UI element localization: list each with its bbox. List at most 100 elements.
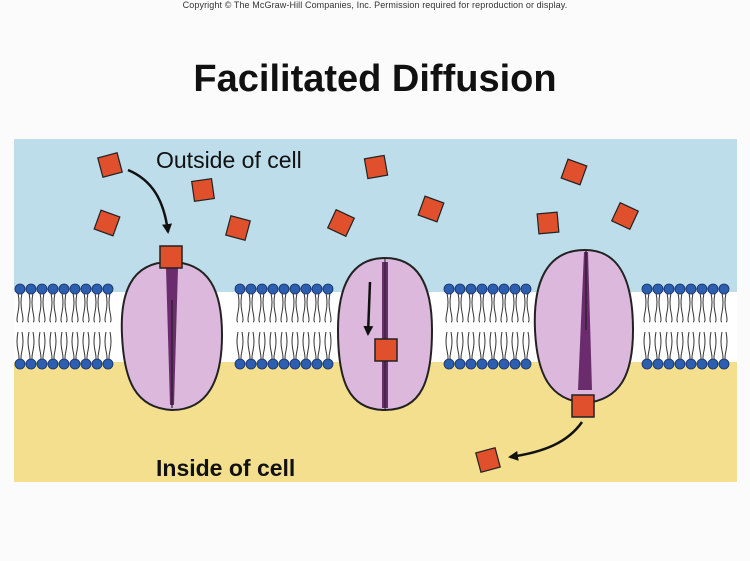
lipid-tail: [493, 292, 497, 323]
phosphate-head: [36, 358, 48, 370]
lipid-tail: [291, 292, 295, 323]
lipid-tail: [247, 292, 251, 323]
lipid-tail: [104, 292, 108, 323]
phosphate-head: [58, 283, 70, 295]
lipid-tail: [489, 292, 493, 323]
lipid-tail: [669, 292, 673, 323]
lipid-tail: [449, 292, 453, 323]
lipid-tail: [482, 292, 486, 323]
phosphate-head: [80, 358, 92, 370]
lipid-tail: [467, 292, 471, 323]
solute-molecule-released: [571, 394, 595, 418]
lipid-tail: [500, 292, 504, 323]
phosphate-head: [311, 358, 323, 370]
lipid-tail: [522, 292, 526, 323]
solute-molecule-inside: [475, 447, 501, 473]
lipid-tail: [471, 292, 475, 323]
phosphate-head: [509, 358, 521, 370]
solute-molecules: [93, 152, 640, 473]
phosphate-head: [443, 283, 455, 295]
phosphate-head: [300, 358, 312, 370]
lipid-tail: [702, 292, 706, 323]
phosphate-head: [256, 283, 268, 295]
carrier-protein-transitional: [336, 256, 434, 412]
lipid-tail: [720, 292, 724, 323]
lipid-tail: [75, 292, 79, 323]
solute-molecule: [610, 201, 640, 231]
solute-molecule: [560, 158, 588, 186]
phosphate-head: [641, 358, 653, 370]
phosphate-head: [520, 283, 532, 295]
lipid-tail: [31, 292, 35, 323]
phosphate-head: [322, 283, 334, 295]
phosphate-head: [47, 283, 59, 295]
phosphate-head: [685, 358, 697, 370]
phosphate-head: [14, 358, 26, 370]
lipid-tail: [460, 292, 464, 323]
lipid-tail: [647, 292, 651, 323]
lipid-tail: [82, 292, 86, 323]
lipid-tail: [526, 292, 530, 323]
lipid-tail: [680, 292, 684, 323]
lipid-tail: [504, 292, 508, 323]
lipid-tail: [86, 292, 90, 323]
phosphate-head: [80, 283, 92, 295]
lipid-tail: [658, 292, 662, 323]
lipid-tail: [269, 292, 273, 323]
lipid-tail: [97, 292, 101, 323]
lipid-tail: [445, 292, 449, 323]
carrier-protein-open-outside: [120, 260, 224, 412]
solute-molecule: [417, 195, 445, 223]
outside-of-cell-label: Outside of cell: [156, 147, 302, 173]
phosphate-head: [520, 358, 532, 370]
phosphate-head: [102, 283, 114, 295]
lipid-tail: [273, 292, 277, 323]
solute-molecule: [97, 152, 123, 178]
lipid-tail: [53, 292, 57, 323]
phosphate-head: [476, 283, 488, 295]
phosphate-head: [256, 358, 268, 370]
lipid-tail: [511, 292, 515, 323]
phosphate-head: [102, 358, 114, 370]
phosphate-head: [322, 358, 334, 370]
lipid-tail: [27, 292, 31, 323]
lipid-tail: [284, 292, 288, 323]
lipid-tail: [60, 292, 64, 323]
carrier-protein-open-inside: [533, 248, 635, 405]
lipid-tail: [313, 292, 317, 323]
phosphate-head: [234, 358, 246, 370]
lipid-tail: [251, 292, 255, 323]
phosphate-head: [245, 358, 257, 370]
lipid-tail: [698, 292, 702, 323]
phosphate-head: [47, 358, 59, 370]
phosphate-head: [311, 283, 323, 295]
phosphate-head: [69, 283, 81, 295]
phosphate-head: [14, 283, 26, 295]
lipid-tail: [306, 292, 310, 323]
phosphate-head: [696, 358, 708, 370]
solute-molecule: [225, 215, 251, 241]
lipid-tail: [324, 292, 328, 323]
lipid-tail: [676, 292, 680, 323]
solute-molecule-bound: [159, 245, 183, 269]
phosphate-head: [476, 358, 488, 370]
phosphate-head: [487, 283, 499, 295]
phosphate-head: [509, 283, 521, 295]
lipid-tail: [302, 292, 306, 323]
lipid-tail: [691, 292, 695, 323]
lipid-tail: [687, 292, 691, 323]
solute-molecule: [326, 208, 356, 238]
inside-of-cell-label: Inside of cell: [156, 455, 295, 481]
lipid-tail: [16, 292, 20, 323]
entry-arrow: [127, 168, 172, 234]
phosphate-head: [685, 283, 697, 295]
phosphate-head: [696, 283, 708, 295]
phosphate-head: [278, 283, 290, 295]
lipid-tail: [709, 292, 713, 323]
phosphate-head: [652, 358, 664, 370]
phosphate-head: [718, 283, 730, 295]
exit-arrow: [508, 421, 584, 461]
lipid-tail: [42, 292, 46, 323]
phosphate-head: [674, 358, 686, 370]
